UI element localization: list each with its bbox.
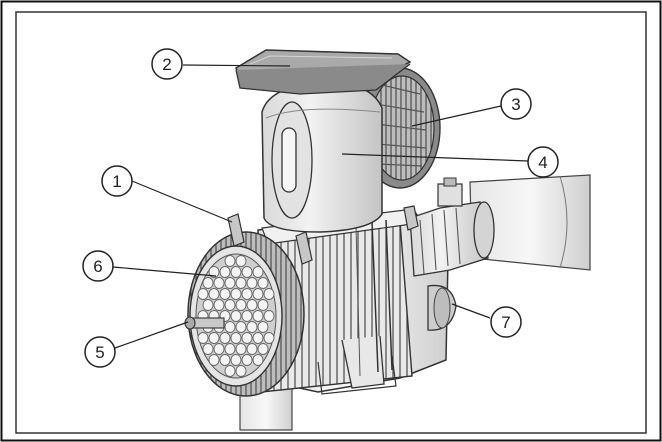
cyclone-tube [202, 299, 214, 311]
callout-3: 3 [500, 88, 532, 120]
cyclone-tube [241, 332, 253, 344]
pre-cleaner-cap [184, 231, 305, 397]
callout-2: 2 [151, 48, 183, 80]
cyclone-tube [235, 321, 247, 333]
cyclone-tube [219, 354, 231, 366]
cyclone-tube [224, 255, 236, 267]
cyclone-tube [219, 332, 231, 344]
cyclone-tube [224, 321, 236, 333]
intake-elbow [409, 177, 495, 277]
cyclone-tube [208, 332, 220, 344]
cyclone-tube [224, 343, 236, 355]
cyclone-tube [235, 277, 247, 289]
leader-line-5 [114, 321, 189, 349]
cyclone-tube [252, 310, 264, 322]
leader-line-3 [411, 105, 502, 127]
cyclone-tube [213, 343, 225, 355]
cyclone-tube [241, 310, 253, 322]
cyclone-tube [257, 321, 269, 333]
cyclone-tube [197, 332, 209, 344]
cyclone-tube [197, 288, 209, 300]
leader-line-2 [182, 64, 291, 67]
callout-4: 4 [527, 146, 559, 178]
callout-label-2: 2 [162, 55, 171, 74]
cyclone-tube [202, 343, 214, 355]
cyclone-tube [241, 288, 253, 300]
mass-airflow-sensor [437, 183, 463, 207]
cyclone-tube [241, 354, 253, 366]
cyclone-tube [235, 343, 247, 355]
cyclone-tube [219, 288, 231, 300]
cyclone-tube [230, 354, 242, 366]
cyclone-tube [246, 343, 258, 355]
cyclone-tube [252, 288, 264, 300]
cyclone-tube [208, 288, 220, 300]
cyclone-tube [263, 288, 275, 300]
leader-line-7 [451, 303, 491, 319]
cyclone-tube [257, 277, 269, 289]
leader-line-6 [112, 266, 217, 277]
cyclone-tube [235, 299, 247, 311]
cyclone-tube [202, 277, 214, 289]
cover-lid [235, 49, 412, 95]
cyclone-tube [213, 277, 225, 289]
leader-line-1 [131, 180, 233, 223]
callout-label-5: 5 [95, 343, 104, 362]
callout-label-6: 6 [93, 257, 102, 276]
cyclone-tube [246, 277, 258, 289]
main-filter-element [261, 81, 383, 233]
callout-label-3: 3 [511, 95, 520, 114]
callout-label-4: 4 [538, 153, 547, 172]
cyclone-tube [257, 299, 269, 311]
cyclone-tube [246, 321, 258, 333]
cyclone-tube [257, 343, 269, 355]
cyclone-tube [230, 332, 242, 344]
dust-bowl [427, 284, 457, 331]
cyclone-tube [263, 332, 275, 344]
callout-label-7: 7 [501, 313, 510, 332]
leader-lines [112, 64, 529, 349]
cyclone-tube [224, 299, 236, 311]
callout-7: 7 [490, 306, 522, 338]
callout-5: 5 [84, 336, 116, 368]
callout-label-1: 1 [112, 172, 121, 191]
cyclone-tube [252, 266, 264, 278]
cyclone-tube [235, 365, 247, 377]
cyclone-tube [252, 332, 264, 344]
cyclone-tube [230, 288, 242, 300]
cyclone-tube [241, 266, 253, 278]
cyclone-tube [263, 310, 275, 322]
cyclone-tube [252, 354, 264, 366]
cyclone-tube [246, 299, 258, 311]
cyclone-tube [230, 310, 242, 322]
leader-line-4 [341, 153, 529, 162]
callout-1: 1 [101, 165, 133, 197]
cyclone-tube [219, 266, 231, 278]
cyclone-tube [230, 266, 242, 278]
cyclone-tube [224, 365, 236, 377]
cyclone-tube [208, 266, 220, 278]
cyclone-tube [208, 354, 220, 366]
callout-6: 6 [82, 250, 114, 282]
cyclone-tube [235, 255, 247, 267]
cyclone-tube [213, 299, 225, 311]
cyclone-tubes [197, 255, 275, 377]
cyclone-tube [224, 277, 236, 289]
